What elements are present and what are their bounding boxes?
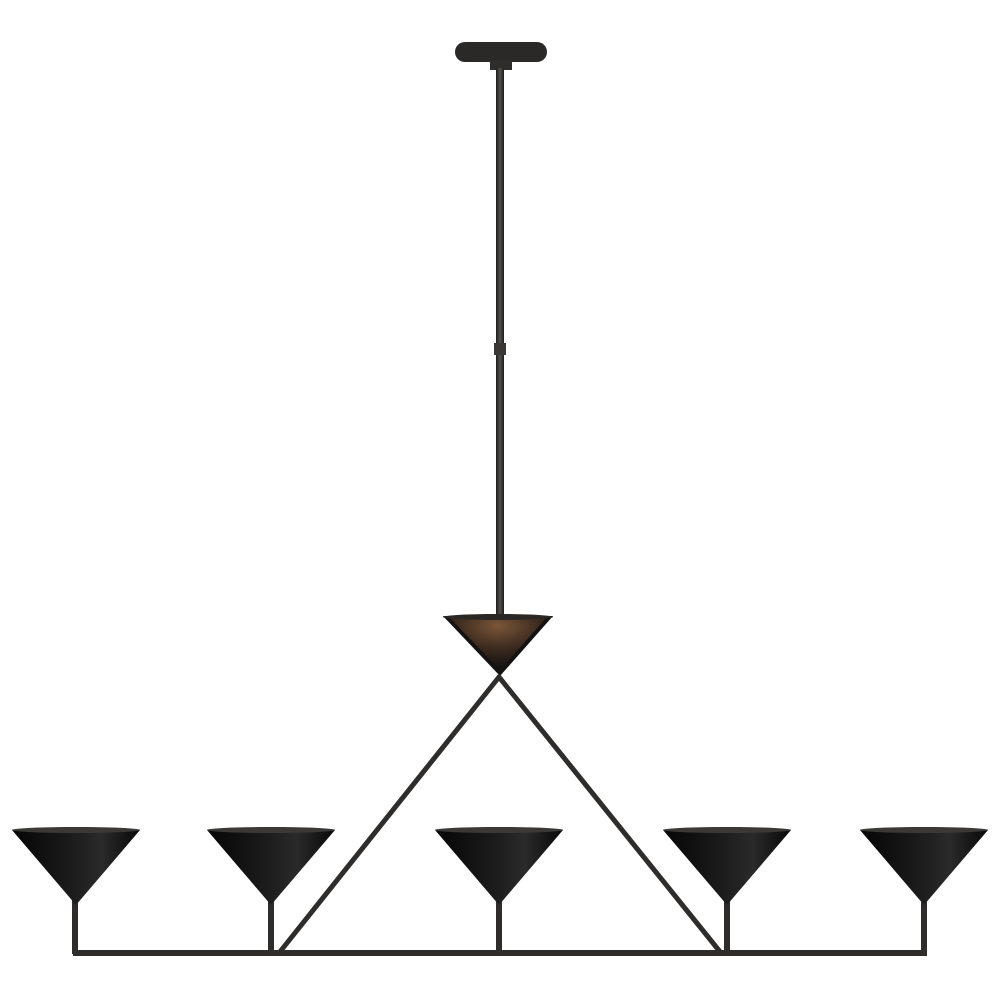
rod-coupler — [494, 343, 506, 355]
canopy-collar — [490, 60, 512, 70]
down-rod — [494, 68, 506, 616]
cone-shade-3 — [435, 827, 563, 905]
stem-1 — [72, 900, 78, 954]
stem-4 — [724, 900, 730, 954]
stem-2 — [268, 900, 274, 954]
cone-shade-1 — [12, 827, 140, 905]
center-cone-shade — [443, 614, 553, 676]
stem-3 — [496, 900, 502, 954]
stem-5 — [921, 900, 927, 954]
canopy-plate — [455, 42, 547, 62]
frame-arm-right — [496, 674, 724, 956]
cone-shade-4 — [663, 827, 791, 905]
frame-arm-left — [276, 674, 502, 956]
cone-shade-5 — [860, 827, 988, 905]
cone-shade-2 — [207, 827, 335, 905]
lower-shades — [12, 827, 988, 905]
shade-stems — [72, 900, 927, 954]
triangle-frame — [276, 674, 724, 956]
ceiling-canopy — [455, 42, 547, 70]
